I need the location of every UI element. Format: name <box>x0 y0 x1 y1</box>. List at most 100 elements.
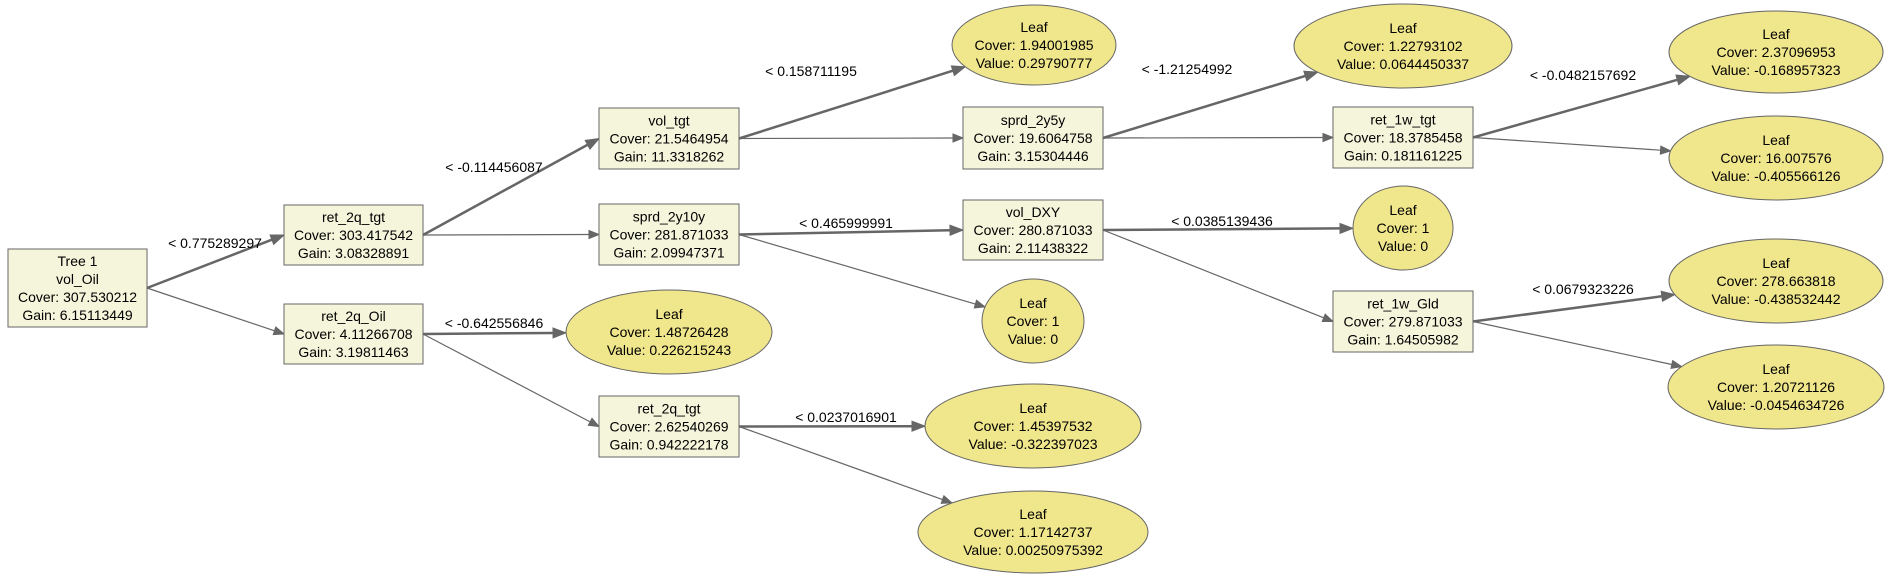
arrowhead <box>584 137 601 151</box>
edge-line <box>1102 227 1341 232</box>
node-label-line: Value: 0.00250975392 <box>963 542 1103 558</box>
edge-n9-n16 <box>1102 229 1335 323</box>
edge-n2-l5: < -0.642556846 <box>422 315 568 339</box>
node-label-line: Gain: 0.942222178 <box>609 437 728 453</box>
node-label-line: sprd_2y5y <box>1001 112 1066 128</box>
node-label-line: Leaf <box>1020 19 1047 35</box>
edge-line <box>1102 229 1324 319</box>
node-label-line: Value: -0.322397023 <box>969 436 1098 452</box>
leaf-ellipse <box>924 383 1142 469</box>
node-label-line: Leaf <box>1019 506 1046 522</box>
node-label-line: vol_tgt <box>648 113 689 129</box>
node-label-line: Value: 0.226215243 <box>607 342 732 358</box>
node-label-line: Gain: 3.15304446 <box>977 148 1089 164</box>
node-label-line: Value: -0.405566126 <box>1712 168 1841 184</box>
leaf-ellipse <box>1352 185 1454 271</box>
edge-n6-l11: < 0.0237016901 <box>738 409 927 432</box>
leaf-ellipse <box>981 278 1085 364</box>
arrowhead <box>973 299 987 309</box>
split-box <box>962 199 1104 261</box>
leaf-ellipse <box>951 4 1117 86</box>
edge-split-condition: < 0.775289297 <box>168 235 262 251</box>
arrowhead <box>588 229 601 240</box>
node-label-line: Cover: 21.5464954 <box>609 131 728 147</box>
node-label-line: Cover: 2.62540269 <box>609 419 728 435</box>
leaf-ellipse <box>1668 115 1884 201</box>
split-box <box>598 107 740 170</box>
node-label-line: ret_1w_tgt <box>1370 112 1435 128</box>
node-label-line: Cover: 281.871033 <box>609 227 728 243</box>
edge-n14-l17: < -0.0482157692 <box>1472 67 1692 139</box>
node-label-line: Leaf <box>1019 295 1046 311</box>
node-label-line: Cover: 1 <box>1007 313 1060 329</box>
leaf-ellipse <box>917 490 1149 574</box>
node-label-line: Leaf <box>1019 400 1046 416</box>
node-label-line: Cover: 1.94001985 <box>974 37 1093 53</box>
edges-layer: < 0.775289297 < -0.114456087 < -0.64255684… <box>146 61 1692 504</box>
edge-n14-l18 <box>1472 136 1672 155</box>
edge-line <box>738 233 976 305</box>
node-label-line: Cover: 279.871033 <box>1343 314 1462 330</box>
edge-split-condition: < 0.158711195 <box>765 63 857 79</box>
edge-split-condition: < -0.0482157692 <box>1530 67 1636 83</box>
node-label-line: Cover: 280.871033 <box>973 222 1092 238</box>
arrowhead <box>911 420 927 432</box>
edge-line <box>422 333 591 423</box>
node-label-line: Gain: 3.08328891 <box>298 245 410 261</box>
node-label-line: Cover: 4.11266708 <box>294 326 412 342</box>
arrowhead <box>272 326 286 336</box>
edge-split-condition: < -0.114456087 <box>445 159 543 175</box>
edge-n1-n3: < -0.114456087 <box>422 137 601 237</box>
arrowhead <box>552 327 568 339</box>
edge-line <box>1472 295 1662 323</box>
edge-line <box>422 331 554 336</box>
leaf-ellipse <box>1668 10 1884 94</box>
node-label-line: Gain: 3.19811463 <box>298 344 408 360</box>
edge-line <box>1472 136 1661 151</box>
edge-n4-n9: < 0.465999991 <box>738 215 965 236</box>
arrowhead <box>587 417 601 428</box>
node-label-line: vol_Oil <box>56 271 99 287</box>
node-label-line: Cover: 1.20721126 <box>1717 379 1835 395</box>
arrowhead <box>269 234 286 246</box>
leaf-ellipse <box>1667 344 1885 430</box>
node-label-line: Gain: 11.3318262 <box>614 149 724 165</box>
edge-n4-l10 <box>738 233 987 309</box>
edge-root-n1: < 0.775289297 <box>146 234 286 290</box>
node-label-line: Value: 0.29790777 <box>976 55 1093 71</box>
split-box <box>283 303 424 365</box>
arrowhead <box>1321 313 1335 323</box>
leaf-ellipse <box>565 289 773 375</box>
node-label-line: Cover: 19.6064758 <box>973 130 1092 146</box>
arrowhead <box>1659 145 1672 155</box>
arrowhead <box>1660 290 1677 303</box>
edge-split-condition: < 0.0679323226 <box>1532 281 1634 297</box>
edge-split-condition: < -0.642556846 <box>445 315 544 331</box>
edge-split-condition: < 0.0237016901 <box>795 409 897 425</box>
node-label-line: Cover: 2.37096953 <box>1716 44 1835 60</box>
node-label-line: Leaf <box>1762 132 1789 148</box>
node-label-line: Cover: 18.3785458 <box>1343 130 1462 146</box>
node-label-line: Cover: 278.663818 <box>1716 273 1835 289</box>
arrowhead <box>1339 222 1355 235</box>
node-label-line: Cover: 1.48726428 <box>609 324 728 340</box>
node-label-line: Gain: 2.11438322 <box>978 240 1088 256</box>
node-label-line: Value: -0.0454634726 <box>1708 397 1845 413</box>
arrowhead <box>950 65 967 77</box>
node-label-line: Leaf <box>1762 26 1789 42</box>
arrowhead <box>1303 70 1320 82</box>
split-box <box>962 106 1104 170</box>
leaf-ellipse <box>1293 3 1513 89</box>
